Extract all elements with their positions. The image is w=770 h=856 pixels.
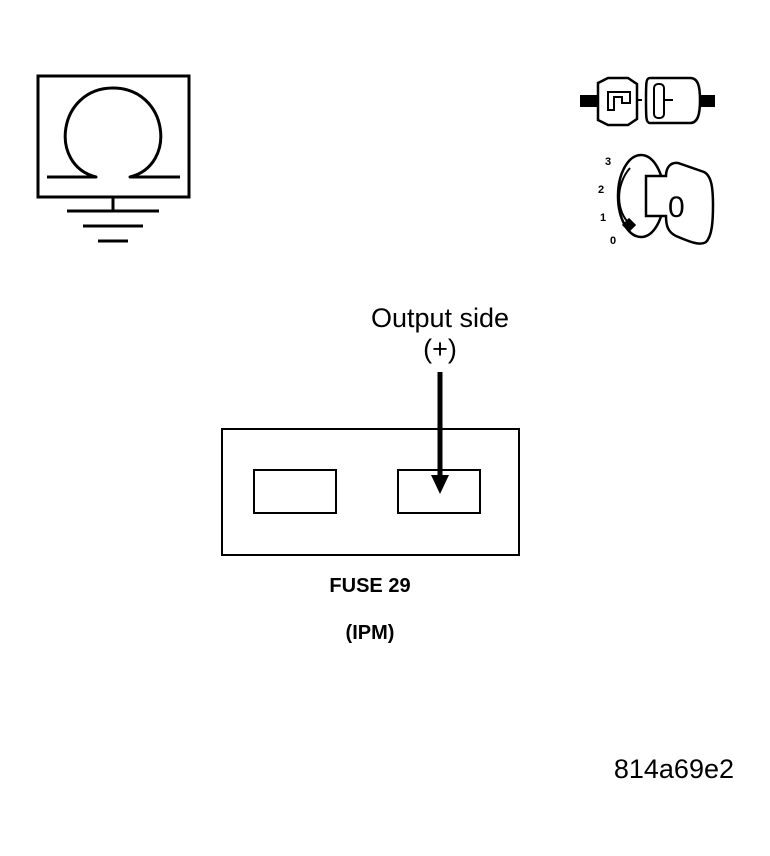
- ignition-switch-icon: [616, 153, 715, 245]
- fuse-location: (IPM): [345, 622, 395, 644]
- ohmmeter-frame: [36, 74, 191, 199]
- fuse-label: FUSE 29: [329, 575, 411, 597]
- ignition-key-label: 0: [668, 191, 685, 224]
- connector-latch: [607, 91, 631, 111]
- reference-code: 814a69e2: [613, 754, 734, 784]
- fuse-block: [221, 428, 520, 556]
- connector-right-wire: [700, 95, 715, 107]
- connector-disconnected-icon: [580, 76, 715, 127]
- probe-polarity: (+): [423, 334, 457, 364]
- probe-arrow: [431, 372, 449, 494]
- probe-label: Output side: [370, 303, 510, 333]
- connector-left-wire: [580, 95, 598, 107]
- ignition-arc: [618, 167, 631, 225]
- ignition-position-2: 2: [598, 184, 605, 196]
- ignition-position-1: 1: [600, 212, 607, 224]
- ignition-position-0: 0: [610, 235, 617, 247]
- probe-arrow-head: [431, 475, 449, 494]
- connector-female-slot: [653, 83, 665, 119]
- ignition-pointer: [621, 217, 637, 233]
- fuse-block-housing: [221, 428, 520, 556]
- fuse-terminal-input: [253, 469, 337, 514]
- ignition-key: [644, 161, 715, 245]
- ohmmeter-ground-icon: [36, 74, 191, 243]
- ohm-symbol-icon: [47, 86, 180, 179]
- connector-male-half: [596, 76, 639, 127]
- fuse-terminal-output: [397, 469, 481, 514]
- ignition-position-3: 3: [605, 156, 612, 168]
